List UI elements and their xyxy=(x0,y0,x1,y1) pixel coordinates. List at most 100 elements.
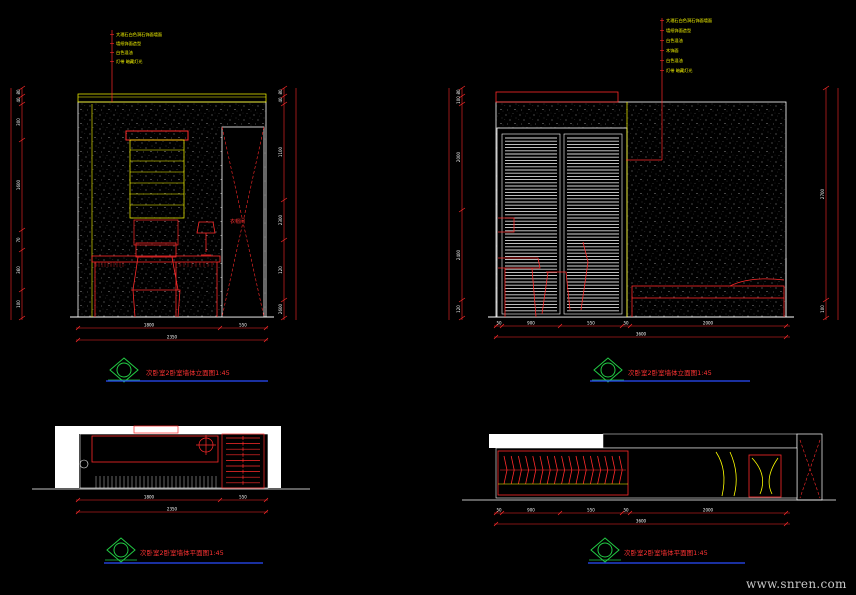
dimension-label: 900 xyxy=(527,321,535,326)
material-note: 墙纸饰面造型 xyxy=(666,27,691,34)
drawing-title: 次卧室2卧室墙体平面图1:45 xyxy=(624,548,708,557)
desk-plan xyxy=(91,435,219,463)
room-tag: 衣帽间 xyxy=(230,218,245,225)
dimension-label: 2600 xyxy=(278,303,283,314)
total-dimension-label: 2350 xyxy=(167,507,178,512)
section-symbol-icon xyxy=(108,357,140,383)
ceiling-band xyxy=(77,93,267,103)
dimension-label: 2000 xyxy=(703,508,714,513)
dimension-label: 1600 xyxy=(16,179,21,190)
wardrobe-plan xyxy=(497,450,629,496)
side-door-plan xyxy=(799,439,821,499)
dimension-label: 2700 xyxy=(820,188,825,199)
door-swing-lines xyxy=(221,126,265,318)
dimension-label: 120 xyxy=(456,305,461,313)
dimension-label: 550 xyxy=(587,321,595,326)
dimension-label: 50 xyxy=(623,508,629,513)
dimension-label: 550 xyxy=(587,508,595,513)
drawing-title: 次卧室2卧室墙体立面图1:45 xyxy=(628,368,712,377)
desk-fringe xyxy=(95,262,213,267)
desk-top xyxy=(91,255,221,263)
mirror xyxy=(133,219,179,246)
bed xyxy=(631,258,787,317)
wardrobe-hangers xyxy=(226,436,260,485)
dimension-label: 80 xyxy=(456,89,461,95)
dimension-label: 550 xyxy=(239,323,247,328)
louvre-slats xyxy=(505,137,619,312)
dimension-label: 120 xyxy=(278,266,283,274)
dimension-label: 80 xyxy=(16,89,21,95)
title-block-plan2: 次卧室2卧室墙体平面图1:45 xyxy=(588,537,745,564)
dimension-label: 100 xyxy=(820,305,825,313)
total-dimension-label: 3600 xyxy=(636,519,647,524)
curtain-plan xyxy=(715,451,782,498)
wardrobe-hangers xyxy=(503,455,623,485)
plan-wall-top xyxy=(55,426,281,434)
drawing-title: 次卧室2卧室墙体平面图1:45 xyxy=(140,548,224,557)
chair-plan xyxy=(79,459,89,469)
dimension-label: 100 xyxy=(456,96,461,104)
material-note: 白色混油 xyxy=(116,49,133,56)
plan-wall-right xyxy=(268,426,281,488)
plan-wall-right xyxy=(796,433,823,501)
lamp-symbol-icon xyxy=(196,435,216,455)
title-block-elev1: 次卧室2卧室墙体立面图1:45 xyxy=(106,357,268,383)
title-block-plan1: 次卧室2卧室墙体平面图1:45 xyxy=(104,537,263,564)
plan-wall-left xyxy=(55,426,79,488)
dimension-label: 900 xyxy=(527,508,535,513)
dimension-label: 1800 xyxy=(144,323,155,328)
dimension-chain-right: 80 40 1100 2300 120 2600 xyxy=(278,85,297,321)
desk-legs xyxy=(94,262,218,317)
plan-room xyxy=(495,447,798,499)
table-lamp xyxy=(196,221,216,256)
material-note: 灯带 暗藏灯光 xyxy=(116,58,142,65)
material-note: 墙纸饰面造型 xyxy=(116,40,141,47)
drawing-title: 次卧室2卧室墙体立面图1:45 xyxy=(146,368,230,377)
dimension-chain-bottom: 1800 550 2350 xyxy=(75,323,269,343)
dimension-chain-left: 80 40 300 1600 70 360 100 xyxy=(10,85,26,321)
carpet-fringe xyxy=(95,476,217,488)
dimension-label: 50 xyxy=(623,321,629,326)
dimension-label: 2000 xyxy=(703,321,714,326)
dimension-label: 1100 xyxy=(278,146,283,157)
chair xyxy=(131,242,181,318)
dimension-chain-right: 2700 100 xyxy=(820,85,839,321)
dimension-label: 300 xyxy=(16,118,21,126)
material-note: 木饰面 xyxy=(666,47,679,54)
total-dimension-label: 2350 xyxy=(167,335,178,340)
total-dimension-label: 3600 xyxy=(636,332,647,337)
material-note: 白色混油 xyxy=(666,37,683,44)
dimension-label: 40 xyxy=(278,97,283,103)
dimension-label: 360 xyxy=(16,266,21,274)
ceiling-band xyxy=(495,91,619,103)
plan-wall-gap xyxy=(602,433,798,449)
material-note: 大理石白色洞石饰面墙面 xyxy=(116,31,162,38)
dimension-label: 40 xyxy=(16,97,21,103)
plan-room xyxy=(79,433,269,489)
dimension-label: 70 xyxy=(16,237,21,243)
dimension-label: 100 xyxy=(16,300,21,308)
title-block-elev2: 次卧室2卧室墙体立面图1:45 xyxy=(590,357,750,383)
chair-outlines xyxy=(498,217,589,318)
window-plan xyxy=(133,425,179,434)
watermark: www.snren.com xyxy=(746,577,847,591)
dimension-label: 2400 xyxy=(456,249,461,260)
material-note: 白色混油 xyxy=(666,57,683,64)
wardrobe-plan xyxy=(221,433,265,489)
dimension-label: 2000 xyxy=(456,151,461,162)
roman-blind xyxy=(129,139,185,219)
dimension-label: 1800 xyxy=(144,495,155,500)
dimension-label: 80 xyxy=(278,89,283,95)
dimension-label: 2300 xyxy=(278,214,283,225)
